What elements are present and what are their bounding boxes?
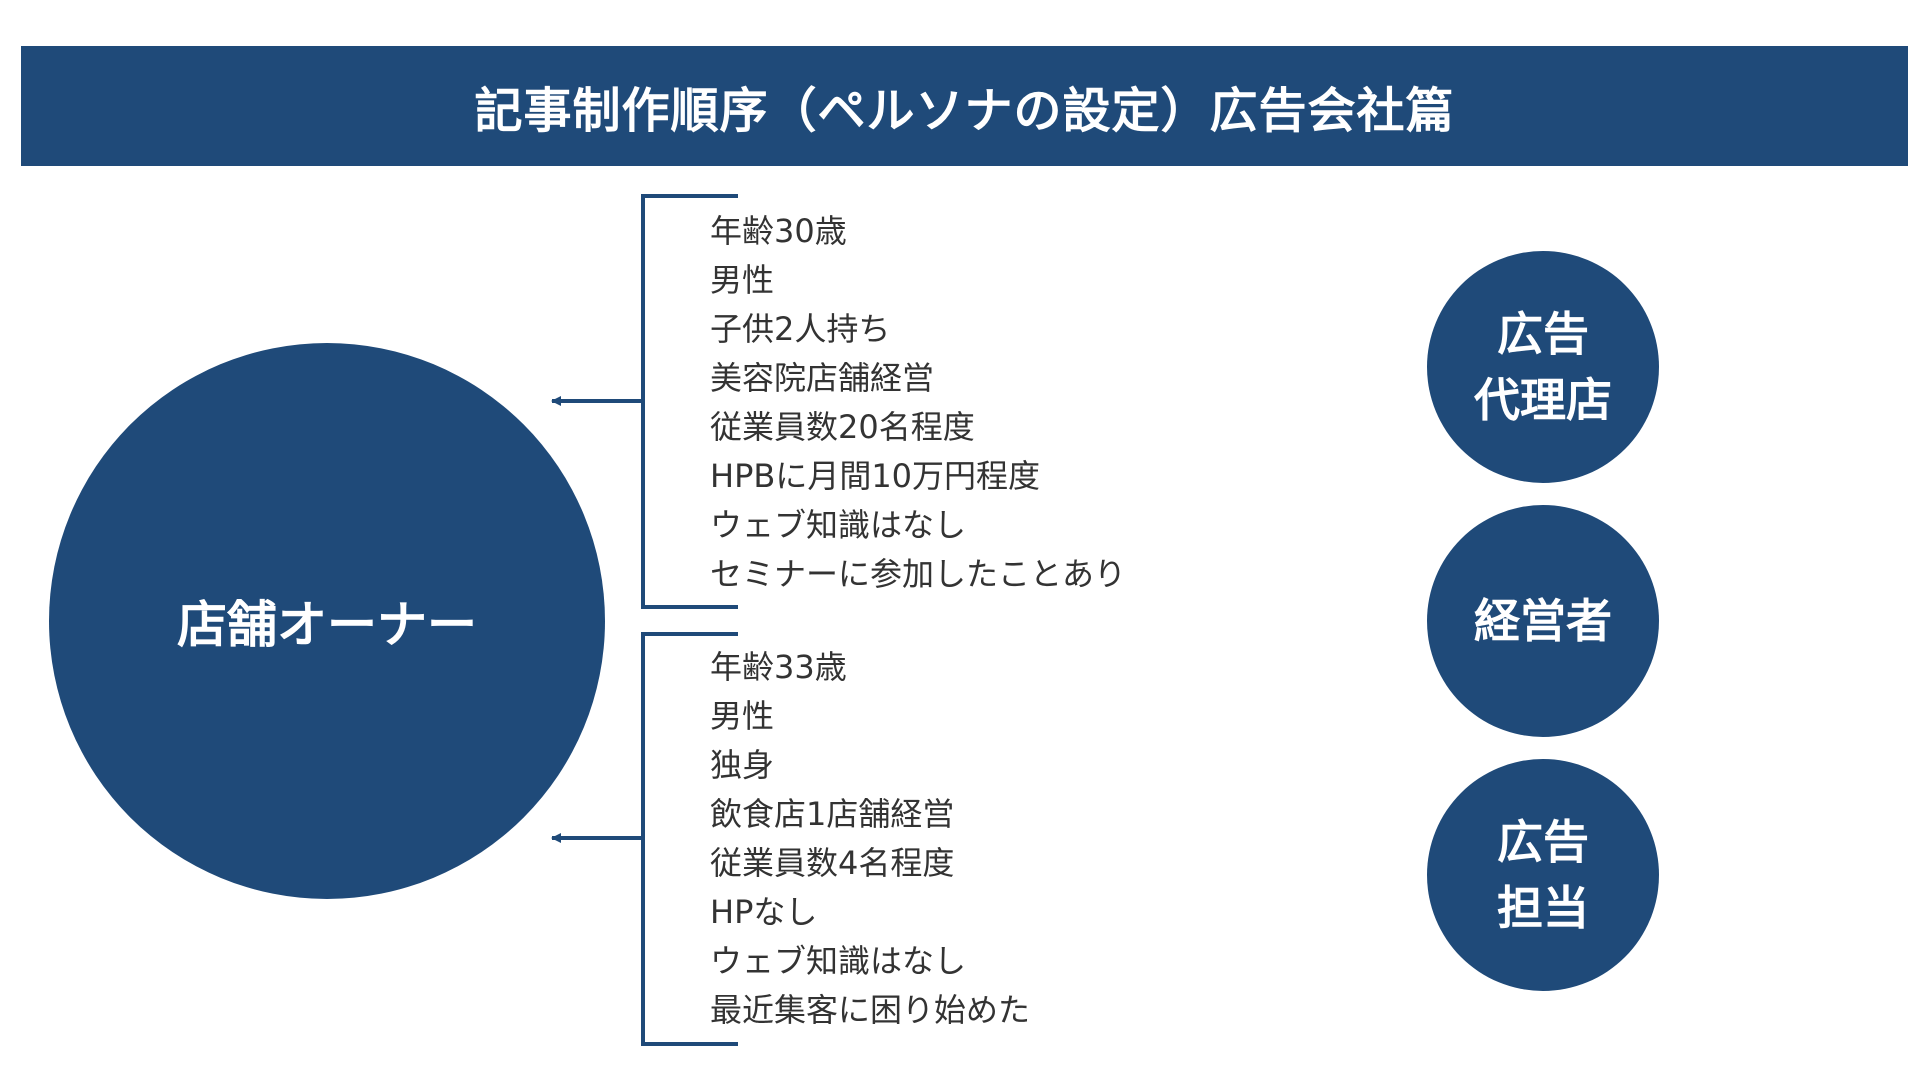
persona-2-attribute: 従業員数4名程度 <box>710 844 955 882</box>
executive-node: 経営者 <box>1427 505 1659 737</box>
persona-2-attribute: 最近集客に困り始めた <box>710 991 1031 1029</box>
persona-1-attribute: 男性 <box>710 261 775 299</box>
persona-2-attribute: 男性 <box>710 697 775 735</box>
ad-manager-node: 広告 担当 <box>1427 759 1659 991</box>
persona-1-attribute: 従業員数20名程度 <box>710 408 975 446</box>
persona-2-attribute: 独身 <box>710 746 775 784</box>
persona-2-attribute: ウェブ知識はなし <box>710 942 967 980</box>
page-title: 記事制作順序（ペルソナの設定）広告会社篇 <box>474 83 1455 139</box>
ad-manager-label: 広告 担当 <box>1497 815 1589 935</box>
persona-1-attribute: 年齢30歳 <box>710 212 847 250</box>
executive-label: 経営者 <box>1474 594 1612 648</box>
persona-1-attribute: 子供2人持ち <box>710 310 891 348</box>
store-owner-label: 店舗オーナー <box>177 596 477 654</box>
persona-2-attributes: 年齢33歳 男性 独身 飲食店1店舗経営 従業員数4名程度 HPなし ウェブ知識… <box>710 643 1030 1035</box>
persona-2-attribute: 年齢33歳 <box>710 648 847 686</box>
persona-2-attribute: HPなし <box>710 893 818 931</box>
persona-1-attributes: 年齢30歳 男性 子供2人持ち 美容院店舗経営 従業員数20名程度 HPBに月間… <box>710 207 1126 599</box>
persona-1-attribute: HPBに月間10万円程度 <box>710 457 1041 495</box>
persona-2-attribute: 飲食店1店舗経営 <box>710 795 955 833</box>
persona-1-attribute: セミナーに参加したことあり <box>710 555 1127 593</box>
persona-1-attribute: ウェブ知識はなし <box>710 506 967 544</box>
ad-agency-label: 広告 代理店 <box>1474 307 1612 427</box>
store-owner-node: 店舗オーナー <box>49 343 605 899</box>
ad-agency-node: 広告 代理店 <box>1427 251 1659 483</box>
title-bar: 記事制作順序（ペルソナの設定）広告会社篇 <box>21 46 1908 166</box>
persona-1-attribute: 美容院店舗経営 <box>710 359 935 397</box>
